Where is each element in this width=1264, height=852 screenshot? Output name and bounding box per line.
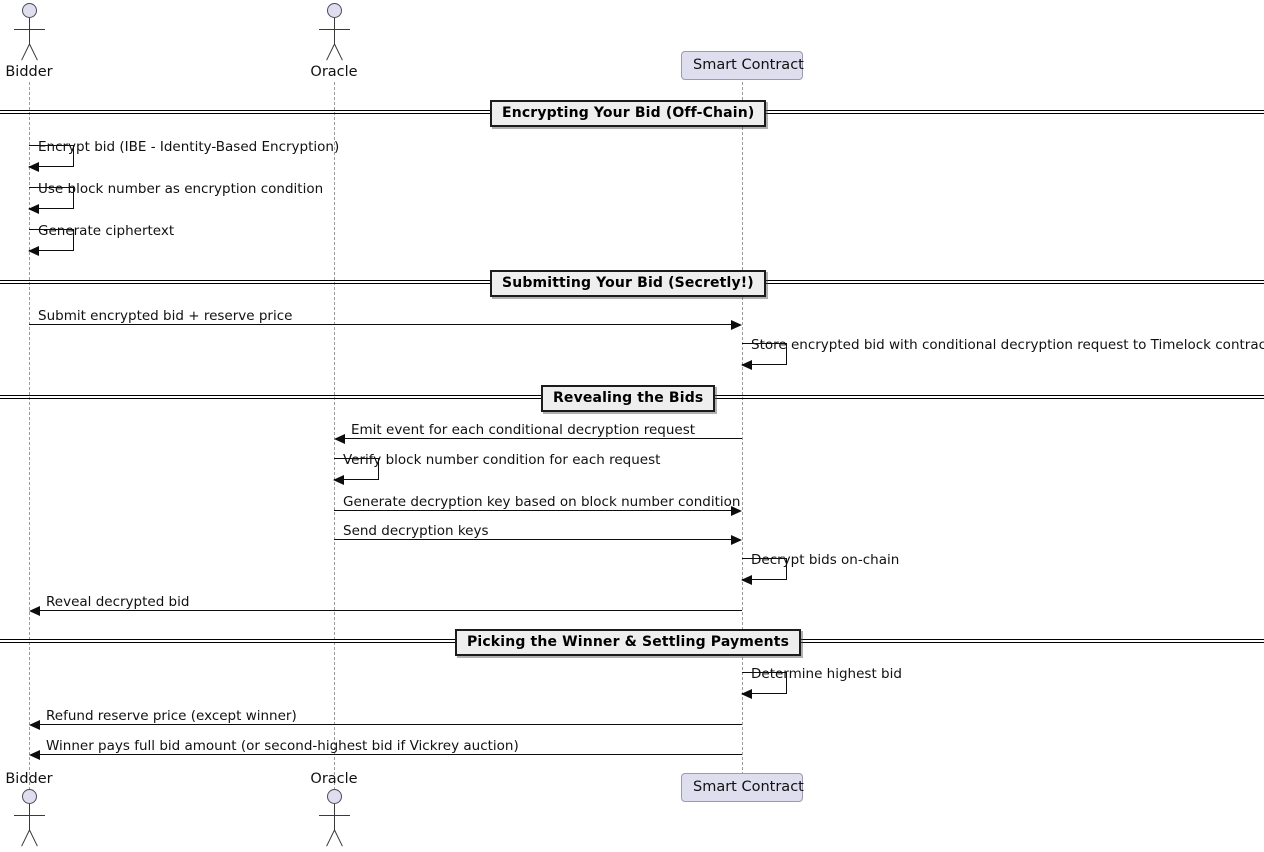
self-message-arrowhead-m10	[741, 575, 752, 585]
participant-label-oracle-bottom: Oracle	[310, 771, 358, 787]
actor-arms-icon	[14, 815, 45, 816]
message-line-m9	[334, 539, 734, 540]
message-arrowhead-m14	[29, 750, 40, 760]
self-message-arrowhead-m7	[333, 475, 344, 485]
lifeline-bidder	[29, 82, 30, 790]
message-label-m8: Generate decryption key based on block n…	[343, 494, 741, 510]
participant-label-oracle-top: Oracle	[310, 64, 358, 80]
group-divider-label-g2: Submitting Your Bid (Secretly!)	[490, 270, 766, 297]
message-label-m14: Winner pays full bid amount (or second-h…	[46, 738, 519, 754]
actor-head-icon	[326, 3, 342, 18]
self-message-arrowhead-m12	[741, 689, 752, 699]
self-message-loop-m7	[334, 458, 379, 480]
actor-body-icon	[334, 804, 335, 830]
message-line-m8	[334, 510, 734, 511]
actor-body-icon	[29, 804, 30, 830]
actor-leg-left-icon	[21, 43, 30, 61]
participant-label-bidder-top: Bidder	[5, 64, 53, 80]
actor-head-icon	[21, 3, 37, 18]
participant-smartcontract-top[interactable]: Smart Contract	[681, 51, 804, 80]
message-line-m4	[29, 324, 734, 325]
self-message-loop-m12	[742, 672, 787, 694]
group-divider-label-g1: Encrypting Your Bid (Off-Chain)	[490, 100, 767, 127]
self-message-loop-m5	[742, 343, 787, 365]
message-label-m11: Reveal decrypted bid	[46, 594, 190, 610]
self-message-arrowhead-m1	[28, 162, 39, 172]
actor-head-icon	[326, 789, 342, 804]
self-message-loop-m1	[29, 145, 74, 167]
message-arrowhead-m8	[731, 506, 742, 516]
message-label-m1: Encrypt bid (IBE - Identity-Based Encryp…	[38, 139, 340, 155]
message-label-m5: Store encrypted bid with conditional dec…	[751, 337, 1264, 353]
actor-head-icon	[21, 789, 37, 804]
message-label-m4: Submit encrypted bid + reserve price	[38, 308, 293, 324]
message-arrowhead-m4	[731, 320, 742, 330]
message-label-m12: Determine highest bid	[751, 666, 902, 682]
actor-leg-right-icon	[334, 43, 343, 61]
message-label-m2: Use block number as encryption condition	[38, 181, 324, 197]
message-label-m6: Emit event for each conditional decrypti…	[351, 422, 696, 438]
actor-leg-right-icon	[29, 829, 38, 847]
actor-body-icon	[334, 18, 335, 44]
actor-arms-icon	[319, 815, 350, 816]
message-label-m3: Generate ciphertext	[38, 223, 175, 239]
self-message-loop-m2	[29, 187, 74, 209]
message-line-m13	[37, 724, 742, 725]
message-label-m9: Send decryption keys	[343, 523, 489, 539]
group-divider-label-g3: Revealing the Bids	[541, 385, 716, 412]
actor-leg-left-icon	[326, 43, 335, 61]
message-label-m13: Refund reserve price (except winner)	[46, 708, 297, 724]
self-message-loop-m3	[29, 229, 74, 251]
message-arrowhead-m11	[29, 606, 40, 616]
message-line-m14	[37, 754, 742, 755]
actor-leg-left-icon	[326, 829, 335, 847]
self-message-loop-m10	[742, 558, 787, 580]
lifeline-smartcontract	[742, 82, 743, 790]
message-arrowhead-m13	[29, 720, 40, 730]
message-arrowhead-m6	[334, 434, 345, 444]
participant-smartcontract-bottom[interactable]: Smart Contract	[681, 773, 804, 802]
actor-arms-icon	[14, 29, 45, 30]
actor-leg-left-icon	[21, 829, 30, 847]
actor-arms-icon	[319, 29, 350, 30]
message-line-m11	[37, 610, 742, 611]
participant-label-bidder-bottom: Bidder	[5, 771, 53, 787]
message-label-m7: Verify block number condition for each r…	[343, 452, 661, 468]
message-line-m6	[342, 438, 742, 439]
actor-leg-right-icon	[29, 43, 38, 61]
actor-body-icon	[29, 18, 30, 44]
self-message-arrowhead-m3	[28, 246, 39, 256]
self-message-arrowhead-m2	[28, 204, 39, 214]
message-arrowhead-m9	[731, 535, 742, 545]
group-divider-label-g4: Picking the Winner & Settling Payments	[455, 629, 802, 656]
actor-leg-right-icon	[334, 829, 343, 847]
self-message-arrowhead-m5	[741, 360, 752, 370]
message-label-m10: Decrypt bids on-chain	[751, 552, 900, 568]
